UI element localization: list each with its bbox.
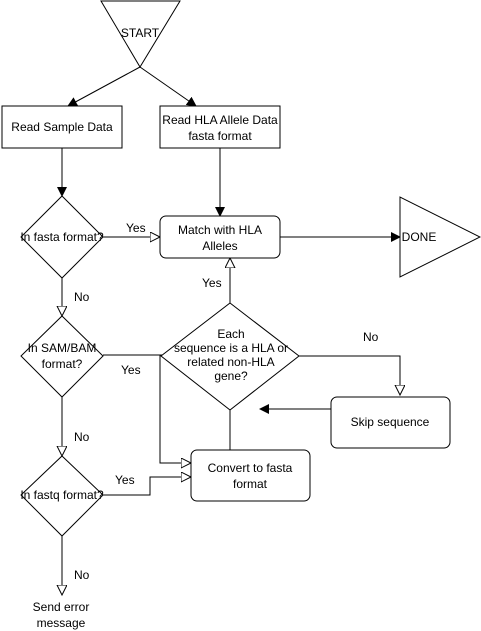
in-fastq-decision <box>20 455 104 537</box>
each-seq-label-line3: related non-HLA <box>187 355 274 369</box>
each-seq-label-line1: Each <box>217 327 244 341</box>
read-sample-label: Read Sample Data <box>11 120 113 134</box>
each-sequence-decision <box>160 302 300 411</box>
convert-node <box>190 449 311 502</box>
in-sambam-label-line1: In SAM/BAM <box>28 341 97 355</box>
edge-label-no-fasta: No <box>74 290 90 304</box>
edge-label-no-fastq: No <box>74 568 90 582</box>
skip-sequence-node <box>330 396 451 449</box>
edge-label-no-sambam: No <box>74 430 90 444</box>
in-sambam-label-line2: format? <box>42 357 83 371</box>
edge-each-no-to-skip <box>299 355 400 395</box>
edge-in-fastq-yes-to-convert <box>103 477 191 496</box>
read-hla-label-line2: fasta format <box>188 129 252 143</box>
in-fasta-decision <box>20 195 104 279</box>
convert-label-line1: Convert to fasta <box>208 461 293 475</box>
edge-label-yes-fastq: Yes <box>115 473 135 487</box>
done-label: DONE <box>402 230 437 244</box>
error-label-line2: message <box>37 616 86 630</box>
read-hla-node <box>159 105 281 149</box>
in-fastq-label: In fastq format? <box>20 488 104 502</box>
skip-sequence-label: Skip sequence <box>351 415 430 429</box>
done-node <box>399 196 481 278</box>
edge-label-yes-fasta: Yes <box>126 221 146 235</box>
edge-start-to-read-hla <box>139 66 197 107</box>
in-sambam-decision <box>20 315 104 398</box>
read-hla-label-line1: Read HLA Allele Data <box>162 113 278 127</box>
read-sample-node <box>1 105 123 149</box>
each-seq-label-line4: gene? <box>214 369 248 383</box>
edge-label-yes-each: Yes <box>202 276 222 290</box>
convert-label-line2: format <box>233 477 268 491</box>
match-node <box>159 215 281 259</box>
start-label: START <box>121 26 160 40</box>
edge-start-to-read-sample <box>67 66 141 107</box>
error-label-line1: Send error <box>33 600 90 614</box>
edge-label-no-each: No <box>363 330 379 344</box>
edge-label-yes-sambam: Yes <box>121 363 141 377</box>
each-seq-label-line2: sequence is a HLA or <box>174 341 288 355</box>
in-fasta-label: In fasta format? <box>20 230 104 244</box>
edge-in-sambam-yes-to-convert <box>103 354 191 463</box>
match-label-line2: Alleles <box>202 239 237 253</box>
start-node <box>100 0 181 68</box>
match-label-line1: Match with HLA <box>178 223 262 237</box>
